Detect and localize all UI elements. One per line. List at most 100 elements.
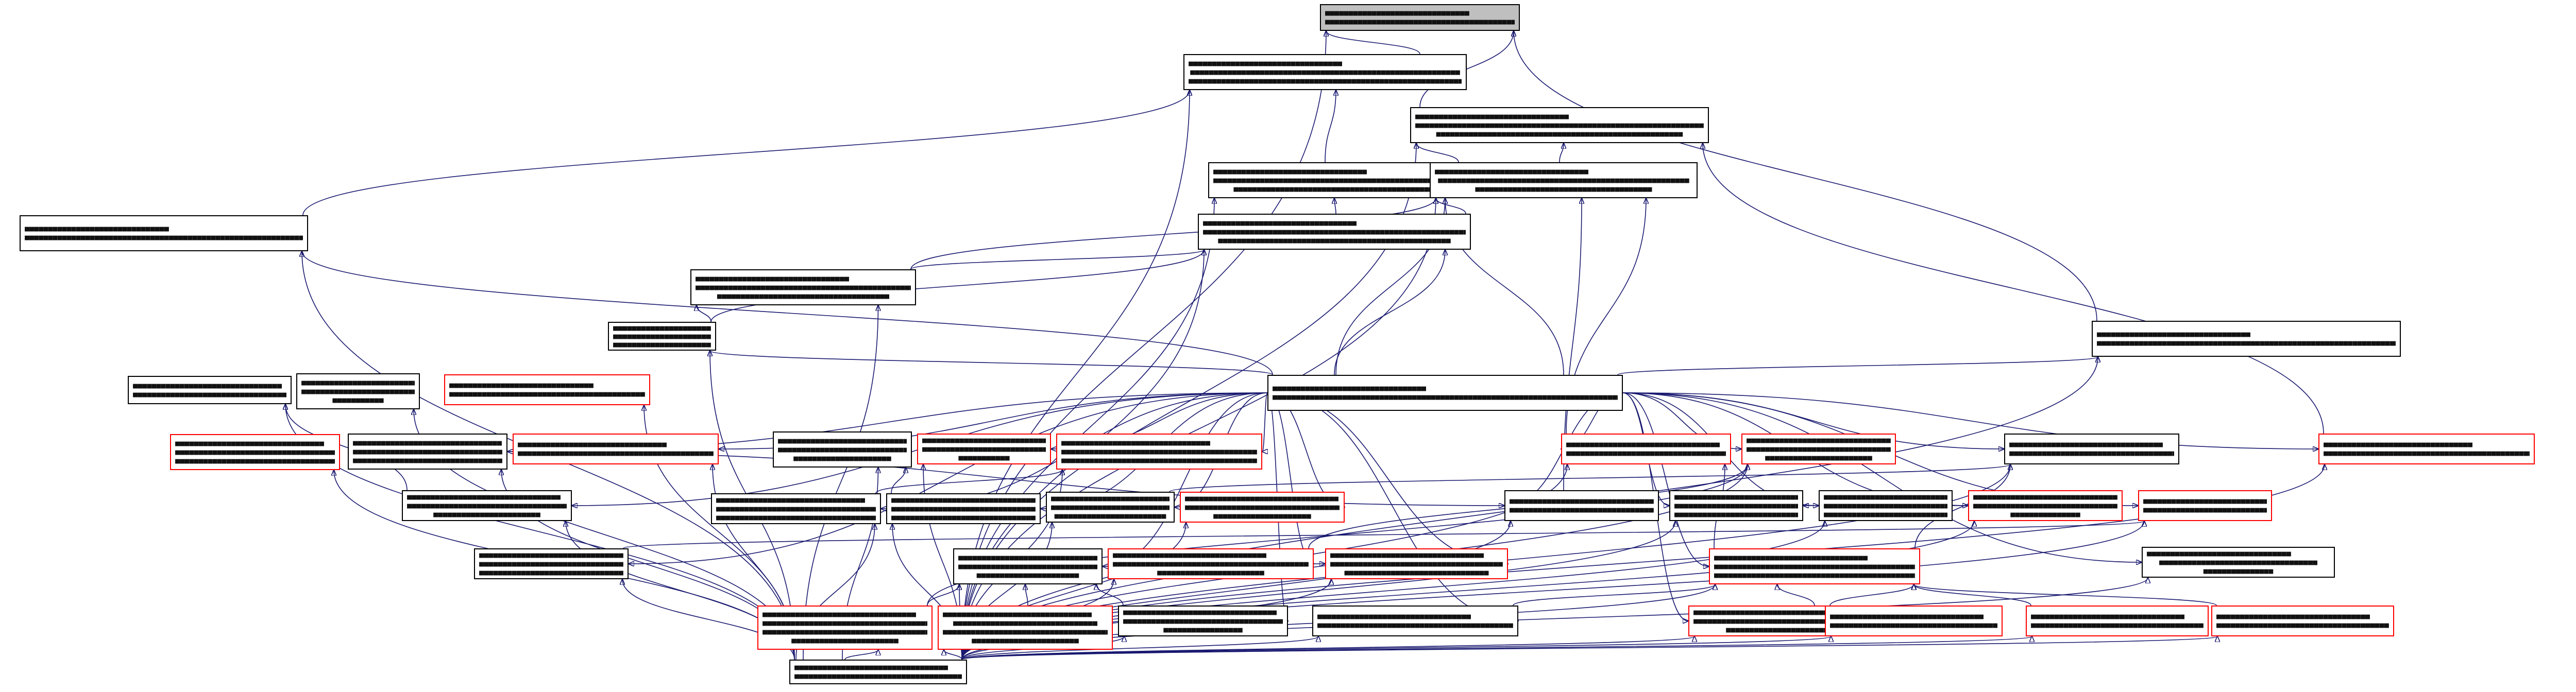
graph-node-highlighted[interactable]: ■■■■■■■■■■■■■■■■■■■■■■■■■■■■■■■■■■■■■■■■… [1709,548,1920,584]
graph-node[interactable]: ■■■■■■■■■■■■■■■■■■■■■■■■■■■■■■■■■■■■■■■■… [711,493,881,524]
graph-node[interactable]: ■■■■■■■■■■■■■■■■■■■■■■■■■■■■■■■■■■■■■■■■… [1430,162,1698,198]
graph-node[interactable]: ■■■■■■■■■■■■■■■■■■■■■■■■■■■■■■■■■■■■■■■■… [1183,54,1467,90]
graph-node-highlighted[interactable]: ■■■■■■■■■■■■■■■■■■■■■■■■■■■■■■■■■■■■■■■■… [2026,605,2209,636]
graph-node-highlighted[interactable]: ■■■■■■■■■■■■■■■■■■■■■■■■■■■■■■■■■■■■■■■■… [170,434,340,470]
graph-node-highlighted[interactable]: ■■■■■■■■■■■■■■■■■■■■■■■■■■■■■■■■■■■■■■■■… [1968,490,2123,521]
graph-node-label-line: ■■■■■■■■■■■■■■■■■■■■■■■■■■■■■■■■■ [1317,612,1471,621]
graph-node[interactable]: ■■■■■■■■■■■■■■■■■■■■■■■■■■■■■■■■■■■■■■■■… [1504,490,1659,521]
graph-node[interactable]: ■■■■■■■■■■■■■■■■■■■■■■■■■■■■■■■■■■■■■■■■… [1410,107,1709,143]
graph-node-label-line: ■■■■■■■■■■■■■■■■■■■■■■■■■■■■■■■■■■ [922,444,1046,454]
graph-node[interactable]: ■■■■■■■■■■■■■■■■■■■■■■■■■■■■■■■■■■■■■■■■… [296,373,420,409]
dependency-edge [1617,357,2098,375]
graph-node-highlighted[interactable]: ■■■■■■■■■■■■■■■■■■■■■■■■■■■■■■■■■■■■■■■■… [917,434,1051,464]
graph-node-label-line: ■■■■■■■■■■■■■■■■■■■■■■■■■■■■■■■■■■■■■■■■… [1203,227,1466,236]
dependency-edge [285,404,408,491]
graph-node[interactable]: ■■■■■■■■■■■■■■■■■■■■■■■■■■■■■■■■■■■■■■■■… [789,660,967,684]
graph-node-label-line: ■■■■■■■■■■■■■■■■■■■■■■■■■■■■■■■■■■■■■■■■… [1674,501,1798,510]
graph-node-highlighted[interactable]: ■■■■■■■■■■■■■■■■■■■■■■■■■■■■■■■■■■■■■■■■… [1561,434,1731,464]
graph-node-label-line: ■■■■■■■■■■■■■■■■■■■■■■■■■■■■■■■■■ [794,663,948,672]
graph-node[interactable]: ■■■■■■■■■■■■■■■■■■■■■■■■■■■■■■■■■■■■■■■■… [886,493,1041,524]
graph-node-label-line: ■■■■■■■■■■■■■■■■■■■■■■■■■■■■■■■ [1325,9,1469,18]
dependency-edge [302,251,1273,375]
graph-node-highlighted[interactable]: ■■■■■■■■■■■■■■■■■■■■■■■■■■■■■■■■■■■■■■■■… [1056,434,1262,470]
graph-node-label-line: ■■■■■■■■■■■■■■■■■■■■■■■■■■■■■■■■■ [1203,218,1357,228]
graph-node[interactable]: ■■■■■■■■■■■■■■■■■■■■■■■■■■■■■■■■■■■■■■■■… [608,322,716,351]
graph-node-label-line: ■■■■■■■■■■■■■■■■■■■■■■■■■■■■■■■■ [716,495,865,505]
graph-node-label-line: ■■■■■■■■■■■■■■■■■■■■■■■■■■■■■■■■■ [2009,440,2163,449]
graph-node-highlighted[interactable]: ■■■■■■■■■■■■■■■■■■■■■■■■■■■■■■■■■■■■■■■■… [757,605,933,650]
dependency-edge [944,650,962,660]
graph-node-label-line: ■■■■■■■■■■■■■■■■■■■■■■■ [972,636,1079,645]
graph-node-highlighted[interactable]: ■■■■■■■■■■■■■■■■■■■■■■■■■■■■■■■■■■■■■■■■… [2211,605,2394,636]
graph-node-label-line: ■■■■■■■■■■■■■■■■■■■■■■■■■■■■■■■■ [943,610,1092,619]
graph-node[interactable]: ■■■■■■■■■■■■■■■■■■■■■■■■■■■■■■■■■■■■■■■■… [402,490,572,521]
graph-node-label-line: ■■■■■■■■■■■■■■■■■■■■■■■■■■■■■■■■■ [613,340,711,349]
graph-node-highlighted[interactable]: ■■■■■■■■■■■■■■■■■■■■■■■■■■■■■■■■■■■■■■■■… [938,605,1113,650]
graph-node[interactable]: ■■■■■■■■■■■■■■■■■■■■■■■■■■■■■■■■■■■■■■■■… [1312,605,1518,636]
graph-node-highlighted[interactable]: ■■■■■■■■■■■■■■■■■■■■■■■■■■■■■■■■■■■■■■■■… [2318,434,2535,464]
graph-node-label-line: ■■■■■■■■■■■■■■■■■■■■■■■■■■■■■■■■■■ [2143,506,2267,514]
graph-node[interactable]: ■■■■■■■■■■■■■■■■■■■■■■■■■■■■■■■■■■■■■■■■… [474,548,629,579]
graph-node[interactable]: ■■■■■■■■■■■■■■■■■■■■■■■■■■■■■■■■■■■■■■■■… [128,376,292,404]
graph-node-label-line: ■■■■■■■■■■■■■■■■■■■■■■■■■■■■■■■■■■■■■■■■… [1714,570,1915,580]
graph-node-label-line: ■■■■■■■■■■■■■■■■■■■■■■■■■■■■■■■■■ [2031,612,2185,621]
graph-node-label-line: ■■■■■■■■■■■■■■■■■■■■■■■■■■■■■■■■■■■■■■■■… [2216,621,2389,630]
graph-node[interactable]: ■■■■■■■■■■■■■■■■■■■■■■■■■■■■■■■■■■■■■■■■… [348,434,507,470]
graph-node-label-line: ■■■■■■■■■■■■■■■■■■■■■■■■■■■■■■■■■ [1747,436,1891,445]
graph-node-label-line: ■■■■■■■■■■■■■■■■■■■■■■■■■■■■■■■■■ [1113,550,1267,560]
graph-node-label-line: ■■■■■■■■■■■■■■■■■■■■■ [1213,511,1311,521]
graph-node[interactable]: ■■■■■■■■■■■■■■■■■■■■■■■■■■■■■■■■■■■■■■■■… [690,269,916,305]
graph-node[interactable]: ■■■■■■■■■■■■■■■■■■■■■■■■■■■■■■■■■■■■■■■■… [2142,547,2335,578]
graph-node[interactable]: ■■■■■■■■■■■■■■■■■■■■■■■■■■■■■■■■■■■■■■■■… [2092,321,2401,357]
graph-node-label-line: ■■■■■■■■■■■■■■■■■■■■■■■■■■■■■■■■■■■■ [1510,506,1654,514]
graph-node-label-line: ■■■■■■■■■■■■■■■■■■■■■■■■■■■■■■■■■■ [2159,558,2318,567]
graph-node[interactable]: ■■■■■■■■■■■■■■■■■■■■■■■■■■■■■■■■■■■■■■■■… [773,431,912,468]
dependency-edge [710,351,1273,375]
graph-node[interactable]: ■■■■■■■■■■■■■■■■■■■■■■■■■■■■■■■■■■■■■■■■… [1118,605,1288,636]
dependency-edge [961,636,1318,660]
graph-node-label-line: ■■■■■■■■■■■■■■■■■■■■■■■■■■■■■■■■■■■■■■■■… [716,504,876,513]
dependency-edge [891,468,906,494]
graph-node-label-line: ■■■■■■■■■■■■■■■■■■■■■■■■■■■■■ [778,436,907,445]
graph-node-label-line: ■■■■■■■■■■■■■■■■■■■■■■■■■■■■■■■■■■■■■■■■… [958,562,1097,571]
graph-node-label-line: ■■■■■■■■■■■■■■■ [2010,510,2080,519]
graph-node-highlighted[interactable]: ■■■■■■■■■■■■■■■■■■■■■■■■■■■■■■■■■■■■■■■■… [1325,548,1508,579]
graph-node-highlighted[interactable]: ■■■■■■■■■■■■■■■■■■■■■■■■■■■■■■■■■■■■■■■■… [1741,434,1896,464]
graph-node[interactable]: ■■■■■■■■■■■■■■■■■■■■■■■■■■■■■■■■■■■■■■■■… [1819,490,1953,521]
graph-node-label-line: ■■■■■■■■■■■■■■■■■■■■■■■■■■■■■■■■ [175,439,324,448]
graph-node-label-line: ■■■■■■■■■■■■■■■■■■■■■■■■■■■■■■■■■■■■■■■■… [762,628,927,636]
graph-node-label-line: ■■■■■■■■■■■■■■■■■■■■■■■■■■■■■■■ [953,619,1097,628]
graph-node-label-line: ■■■■■■■■■■■■■■■■■■■■■■■■■■■■■■■■■ [1330,550,1484,560]
graph-node-highlighted[interactable]: ■■■■■■■■■■■■■■■■■■■■■■■■■■■■■■■■■■■■■■■■… [1825,605,2003,636]
graph-node-label-line: ■■■■■■■■■■■■■■■■■■■■■■■■■■■■■■■■■ [1415,112,1569,121]
graph-node[interactable]: ■■■■■■■■■■■■■■■■■■■■■■■■■■■■■■■■■■■■■■■■… [953,548,1103,584]
graph-node-label-line: ■■■■■■■■■■■■■■■■■■■■■■■ [433,510,540,519]
graph-node[interactable]: ■■■■■■■■■■■■■■■■■■■■■■■■■■■■■■■■■■■■■■■■… [1046,492,1175,523]
graph-node[interactable]: ■■■■■■■■■■■■■■■■■■■■■■■■■■■■■■■■■■■■■■■■… [1267,375,1623,411]
graph-node-label-line: ■■■■■■■■■■■■■■■■■■■■■■■■■■■■■■■■■■■■■■■■… [1113,559,1309,568]
graph-node-highlighted[interactable]: ■■■■■■■■■■■■■■■■■■■■■■■■■■■■■■■■■■■■■■■■… [513,434,719,464]
graph-node-label-line: ■■■■■■■■■■■■■■■■■■■■■■■■■■■■■■■■■■■■■■■■… [479,559,623,568]
graph-node-highlighted[interactable]: ■■■■■■■■■■■■■■■■■■■■■■■■■■■■■■■■■■■■■■■■… [1180,492,1345,523]
dependency-edge [1436,198,1466,214]
graph-node[interactable]: ■■■■■■■■■■■■■■■■■■■■■■■■■■■■■■■■■■■■■■■■… [1208,162,1464,198]
graph-node-label-line: ■■■■■■■■■■■ [332,395,384,405]
dependency-edge [302,90,1190,216]
graph-node-highlighted[interactable]: ■■■■■■■■■■■■■■■■■■■■■■■■■■■■■■■■■■■■■■■■… [2138,490,2272,521]
graph-node-label-line: ■■■■■■■■■■■■■■■■■■■■■■■■■■■■■■■■■■■■■■■■… [2097,339,2396,348]
graph-node-root[interactable]: ■■■■■■■■■■■■■■■■■■■■■■■■■■■■■■■■■■■■■■■■… [1320,4,1520,31]
graph-node[interactable]: ■■■■■■■■■■■■■■■■■■■■■■■■■■■■■■■■■■■■■■■■… [1198,214,1471,250]
graph-node-highlighted[interactable]: ■■■■■■■■■■■■■■■■■■■■■■■■■■■■■■■■■■■■■■■■… [1108,548,1314,579]
dependency-edge [803,305,878,660]
dependency-edge [961,31,1326,660]
graph-node-highlighted[interactable]: ■■■■■■■■■■■■■■■■■■■■■■■■■■■■■■■■■■■■■■■■… [444,374,650,405]
dependency-edge [875,470,1062,494]
graph-node[interactable]: ■■■■■■■■■■■■■■■■■■■■■■■■■■■■■■■■■■■■■■■■… [1669,490,1803,521]
graph-node[interactable]: ■■■■■■■■■■■■■■■■■■■■■■■■■■■■■■■■■■■■■■■■… [20,215,308,251]
graph-node-label-line: ■■■■■■■■■■■■■■■■■■■■■■■■■■■■■■■■■ [1185,494,1339,503]
graph-node-label-line: ■■■■■■■■■■■■■■■■■■■■■■■■■■■■■■■■■■■■■■■■… [175,456,335,465]
graph-node-label-line: ■■■■■■■■■■■■■■■■■■■■■■■■■■■■■■■■■■■■■■■■… [1714,562,1915,571]
graph-node[interactable]: ■■■■■■■■■■■■■■■■■■■■■■■■■■■■■■■■■■■■■■■■… [2004,434,2179,464]
graph-node-label-line: ■■■■■■■■■■■■■■■■■■■■■■■■■■■■■■■■■ [407,492,561,501]
